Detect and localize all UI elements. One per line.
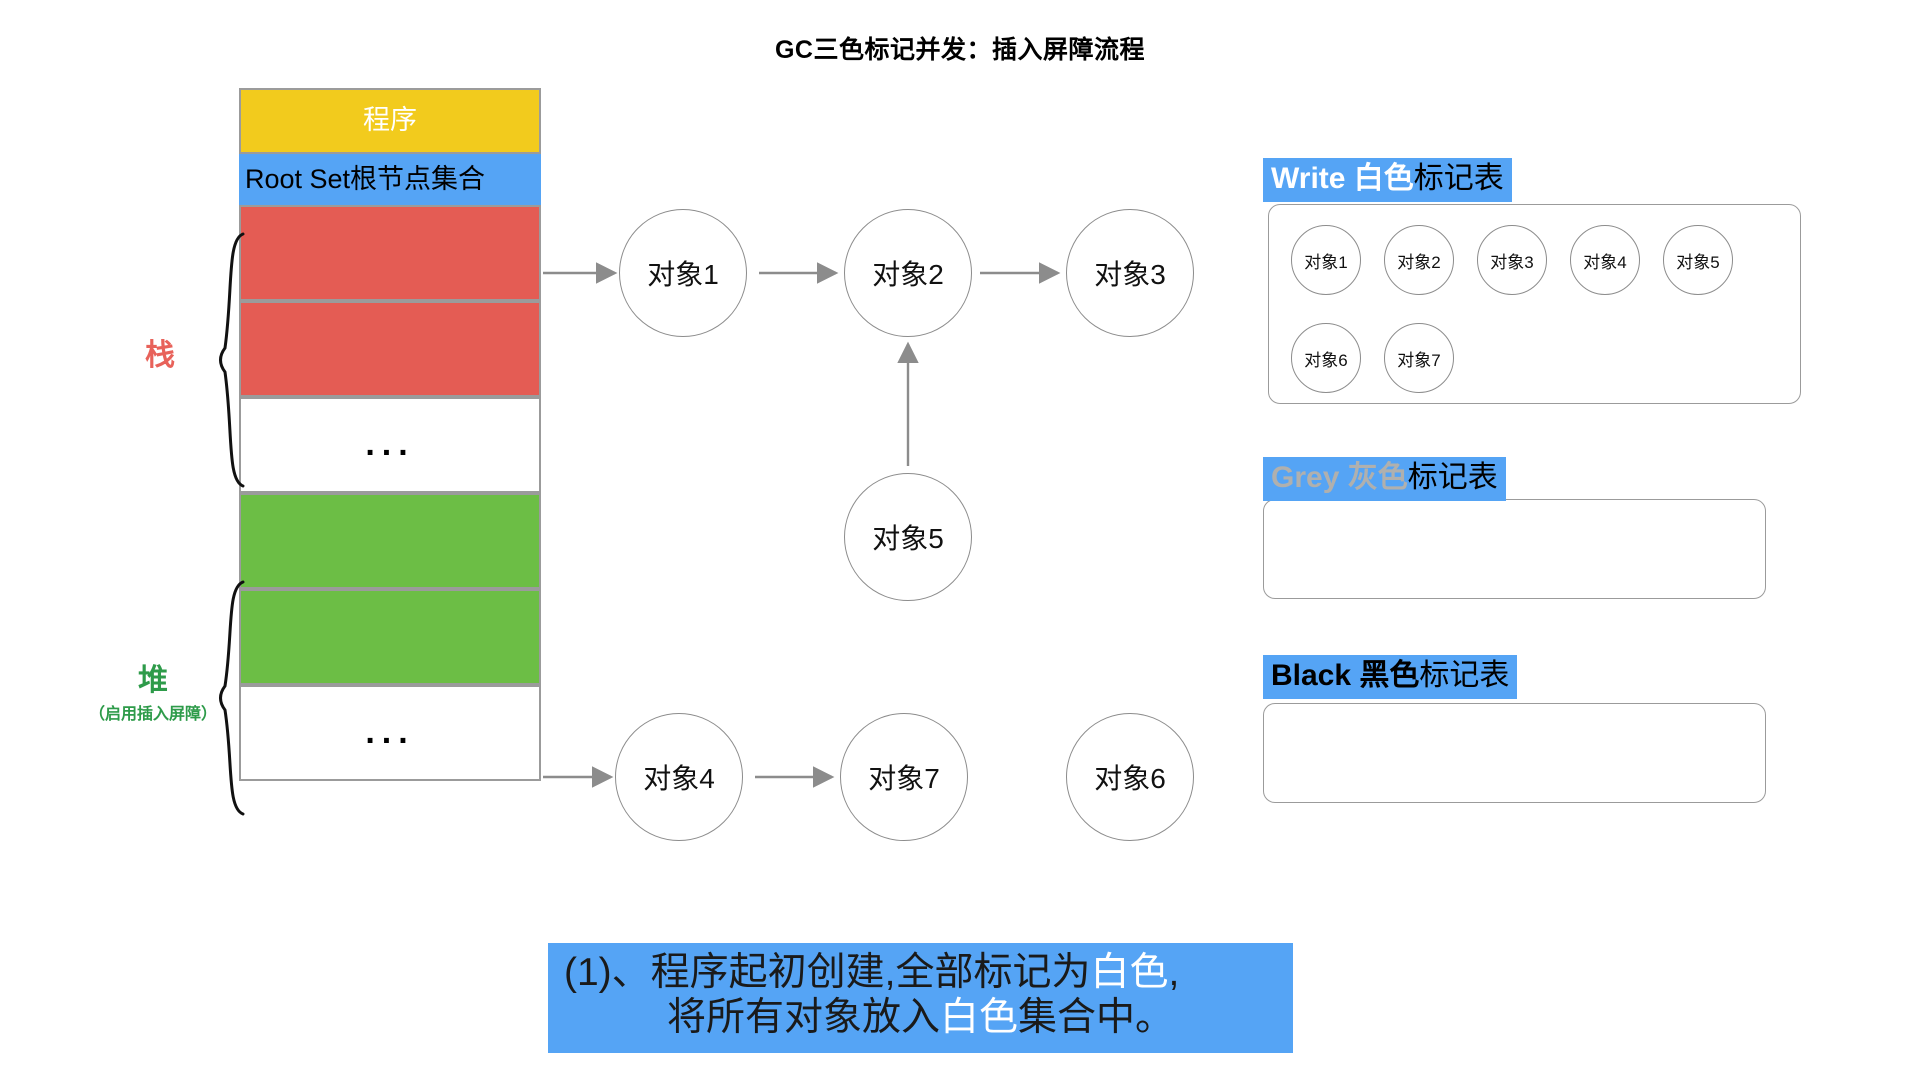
graph-node-obj3-label: 对象3 — [1094, 259, 1166, 290]
memory-cell-stack-slot-2 — [239, 301, 541, 397]
white-mark-table-header-tail: 标记表 — [1413, 162, 1504, 195]
step-caption-line-1: (1)、程序起初创建,全部标记为白色, — [558, 951, 1283, 996]
step-caption-line-2-highlight: 白色 — [939, 995, 1018, 1039]
step-caption-line-1-b: , — [1168, 951, 1180, 994]
heap-label: 堆 — [138, 664, 168, 697]
memory-cell-program-label: 程序 — [363, 105, 417, 136]
white-chip-obj2-label: 对象2 — [1397, 252, 1441, 272]
white-chip-obj6[interactable]: 对象6 — [1291, 323, 1361, 393]
white-mark-table-box: 对象1 对象2 对象3 对象4 对象5 对象6 对象7 — [1268, 204, 1801, 404]
white-chip-obj3[interactable]: 对象3 — [1477, 225, 1547, 295]
white-chip-obj5-label: 对象5 — [1676, 252, 1720, 272]
heap-sublabel: （启用插入屏障） — [88, 706, 217, 723]
white-chip-obj1[interactable]: 对象1 — [1291, 225, 1361, 295]
graph-node-obj4[interactable]: 对象4 — [615, 713, 743, 841]
step-caption-line-1-a: (1)、程序起初创建,全部标记为 — [564, 951, 1091, 994]
step-caption-line-1-highlight: 白色 — [1090, 951, 1169, 994]
grey-mark-table-header: Grey 灰色标记表 — [1263, 457, 1506, 501]
white-chip-obj7[interactable]: 对象7 — [1384, 323, 1454, 393]
stack-brace-icon — [219, 232, 245, 488]
graph-node-obj1-label: 对象1 — [647, 259, 719, 290]
memory-cell-root-set: Root Set根节点集合 — [239, 154, 541, 205]
white-mark-table-row-2: 对象6 对象7 — [1291, 323, 1800, 393]
white-mark-table-header-strong: Write 白色 — [1271, 162, 1414, 195]
white-chip-obj3-label: 对象3 — [1490, 252, 1534, 272]
white-chip-obj4[interactable]: 对象4 — [1570, 225, 1640, 295]
graph-node-obj2[interactable]: 对象2 — [844, 209, 972, 337]
step-caption: (1)、程序起初创建,全部标记为白色, 将所有对象放入白色集合中。 — [548, 943, 1293, 1053]
white-chip-obj7-label: 对象7 — [1397, 350, 1441, 370]
step-caption-line-2-a: 将所有对象放入 — [666, 995, 940, 1039]
step-caption-line-2: 将所有对象放入白色集合中。 — [558, 996, 1283, 1041]
graph-node-obj5-label: 对象5 — [872, 523, 944, 554]
black-mark-table-box — [1263, 703, 1766, 803]
grey-mark-table-box — [1263, 499, 1766, 599]
memory-cell-heap-ellipsis: ... — [239, 685, 541, 781]
grey-mark-table-header-tail: 标记表 — [1407, 461, 1498, 494]
memory-cell-program: 程序 — [239, 88, 541, 154]
grey-mark-table-header-strong: Grey 灰色 — [1271, 461, 1408, 494]
graph-node-obj2-label: 对象2 — [872, 259, 944, 290]
step-caption-line-2-b: 集合中。 — [1018, 995, 1175, 1039]
graph-node-obj6[interactable]: 对象6 — [1066, 713, 1194, 841]
black-mark-table-header-tail: 标记表 — [1419, 659, 1510, 692]
graph-node-obj3[interactable]: 对象3 — [1066, 209, 1194, 337]
white-mark-table-header: Write 白色标记表 — [1263, 158, 1512, 202]
graph-node-obj1[interactable]: 对象1 — [619, 209, 747, 337]
graph-node-obj5[interactable]: 对象5 — [844, 473, 972, 601]
graph-node-obj7-label: 对象7 — [868, 763, 940, 794]
graph-node-obj4-label: 对象4 — [643, 763, 715, 794]
memory-cell-stack-ellipsis: ... — [239, 397, 541, 493]
white-chip-obj6-label: 对象6 — [1304, 350, 1348, 370]
white-chip-obj1-label: 对象1 — [1304, 252, 1348, 272]
memory-column: 程序 Root Set根节点集合 ... ... — [239, 88, 541, 781]
white-chip-obj2[interactable]: 对象2 — [1384, 225, 1454, 295]
heap-brace-icon — [219, 580, 245, 816]
graph-node-obj6-label: 对象6 — [1094, 763, 1166, 794]
white-chip-obj5[interactable]: 对象5 — [1663, 225, 1733, 295]
memory-cell-root-set-label: Root Set根节点集合 — [245, 163, 486, 194]
white-chip-obj4-label: 对象4 — [1583, 252, 1627, 272]
white-mark-table-row-1: 对象1 对象2 对象3 对象4 对象5 — [1291, 225, 1800, 295]
page-title: GC三色标记并发：插入屏障流程 — [774, 36, 1145, 64]
stack-label: 栈 — [145, 339, 175, 372]
memory-cell-stack-slot-1 — [239, 205, 541, 301]
stack-ellipsis-label: ... — [365, 425, 415, 464]
memory-cell-heap-slot-2 — [239, 589, 541, 685]
heap-ellipsis-label: ... — [365, 713, 415, 752]
black-mark-table-header-strong: Black 黑色 — [1271, 659, 1420, 692]
black-mark-table-header: Black 黑色标记表 — [1263, 655, 1518, 699]
graph-node-obj7[interactable]: 对象7 — [840, 713, 968, 841]
memory-cell-heap-slot-1 — [239, 493, 541, 589]
